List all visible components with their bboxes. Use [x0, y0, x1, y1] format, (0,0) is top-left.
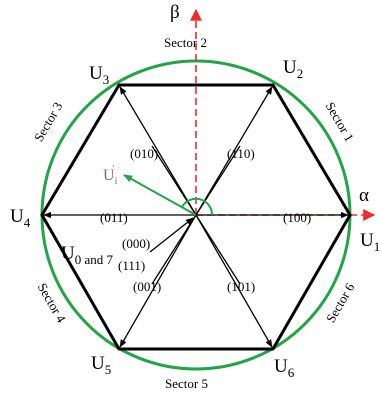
alpha-label: α	[359, 185, 369, 206]
state-100: (100)	[283, 210, 311, 225]
reference-label: Ui'	[103, 164, 118, 187]
state-101: (101)	[227, 279, 255, 294]
label-u0-and-u7: U0 and 7	[61, 243, 114, 267]
beta-label: β	[170, 2, 180, 23]
state-000: (000)	[122, 236, 150, 251]
sector-4-label: Sector 4	[35, 280, 70, 325]
state-111: (111)	[118, 258, 145, 273]
hexagon	[40, 83, 352, 351]
vector-u3	[119, 86, 197, 216]
state-001: (001)	[133, 279, 161, 294]
sector-3-label: Sector 3	[31, 99, 65, 144]
reference-vector	[123, 174, 197, 216]
state-010: (010)	[130, 146, 158, 161]
label-u4: U4	[10, 206, 31, 230]
label-u1: U1	[360, 230, 380, 254]
reference-angle-arc	[181, 197, 214, 216]
sector-2-label: Sector 2	[164, 35, 207, 50]
vector-u2	[195, 86, 273, 216]
sector-6-label: Sector 6	[323, 280, 358, 325]
vector-zero	[149, 217, 194, 253]
state-110: (110)	[227, 146, 255, 161]
vector-u6	[195, 214, 273, 348]
label-u6: U6	[274, 356, 295, 380]
sector-5-label: Sector 5	[165, 376, 208, 391]
label-u5: U5	[91, 353, 111, 377]
label-u3: U3	[89, 63, 109, 87]
vector-u5	[119, 214, 197, 348]
label-u2: U2	[283, 57, 303, 81]
state-011: (011)	[100, 210, 128, 225]
